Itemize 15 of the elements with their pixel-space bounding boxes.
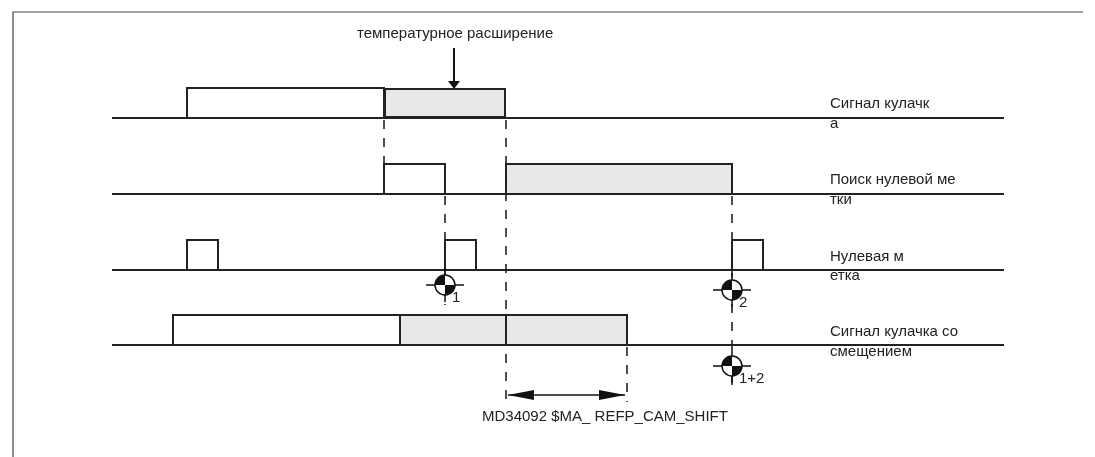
dimension-label: MD34092 $MA_ REFP_CAM_SHIFT: [482, 407, 728, 425]
reference-number: 1+2: [739, 369, 765, 387]
signal-name: Поиск нулевой ме: [830, 170, 956, 188]
reference-number: 1: [452, 288, 461, 306]
signal-name: Нулевая м: [830, 247, 904, 265]
signal-name: Сигнал кулачк: [830, 94, 930, 112]
signal-name: етка: [830, 266, 860, 284]
shaded-pulse: [384, 88, 506, 118]
signal-name: Сигнал кулачка со: [830, 322, 959, 340]
annotation-text: температурное расширение: [357, 24, 554, 42]
signal-name: тки: [830, 190, 852, 208]
signal-name: смещением: [830, 342, 912, 360]
signal-name: а: [830, 114, 839, 132]
reference-number: 2: [739, 293, 748, 311]
leader-arrow: [448, 47, 460, 90]
